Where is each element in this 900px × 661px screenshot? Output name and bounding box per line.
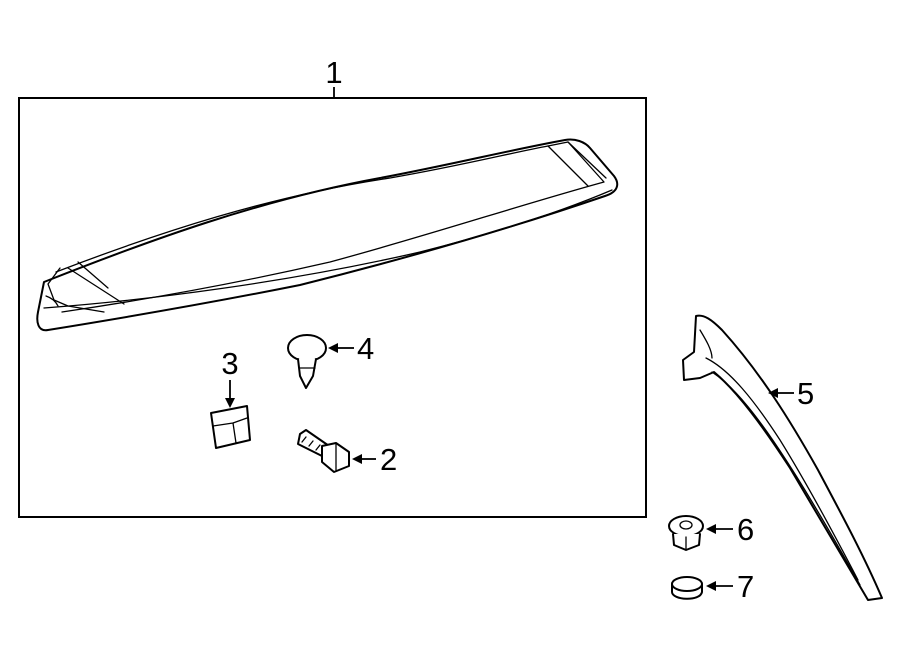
- assembly-frame: [18, 97, 647, 518]
- clip-part[interactable]: [210, 405, 251, 449]
- callout-2-arrowhead: [352, 454, 362, 464]
- callout-7-arrowhead: [706, 581, 716, 591]
- callout-1-label: 1: [325, 55, 342, 90]
- callout-3-arrowhead: [225, 398, 235, 408]
- callout-6-arrowhead: [706, 524, 716, 534]
- callout-5-label: 5: [797, 376, 814, 411]
- callout-6-label: 6: [737, 512, 754, 547]
- bolt-part[interactable]: [297, 429, 350, 473]
- callout-4-label: 4: [357, 331, 374, 366]
- spoiler-part[interactable]: [36, 138, 619, 332]
- callout-5-arrowhead: [768, 388, 778, 398]
- callout-7-label: 7: [737, 569, 754, 604]
- callout-2-label: 2: [380, 442, 397, 477]
- push-pin-part[interactable]: [287, 334, 327, 389]
- cap-part[interactable]: [671, 576, 703, 600]
- callout-3-label: 3: [221, 346, 238, 381]
- callout-4-arrowhead: [328, 343, 338, 353]
- side-trim-part[interactable]: [682, 314, 883, 601]
- nut-part[interactable]: [668, 515, 704, 551]
